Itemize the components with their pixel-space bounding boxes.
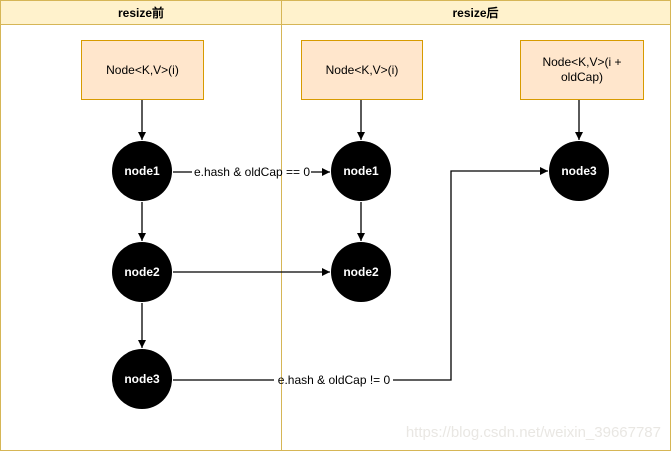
node2-after: node2 [331,242,391,302]
swimlane-header-row: resize前 resize后 [1,1,670,25]
bucket-box-after-high: Node<K,V>(i + oldCap) [520,40,644,100]
node1-before: node1 [112,141,172,201]
node3-before: node3 [112,349,172,409]
node1-after: node1 [331,141,391,201]
panel-header-resize-after: resize后 [452,6,499,20]
arrow-node3-migration-elbow [393,167,548,381]
edge-label-high-bucket: e.hash & oldCap != 0 [277,373,391,387]
csdn-watermark: https://blog.csdn.net/weixin_39667787 [405,424,661,441]
node2-before: node2 [112,242,172,302]
node3-after: node3 [549,141,609,201]
panel-divider [281,1,282,450]
edge-label-low-bucket: e.hash & oldCap == 0 [193,165,311,179]
panel-header-resize-before: resize前 [117,6,165,20]
bucket-box-before: Node<K,V>(i) [81,40,204,100]
bucket-box-after-low: Node<K,V>(i) [301,40,423,100]
